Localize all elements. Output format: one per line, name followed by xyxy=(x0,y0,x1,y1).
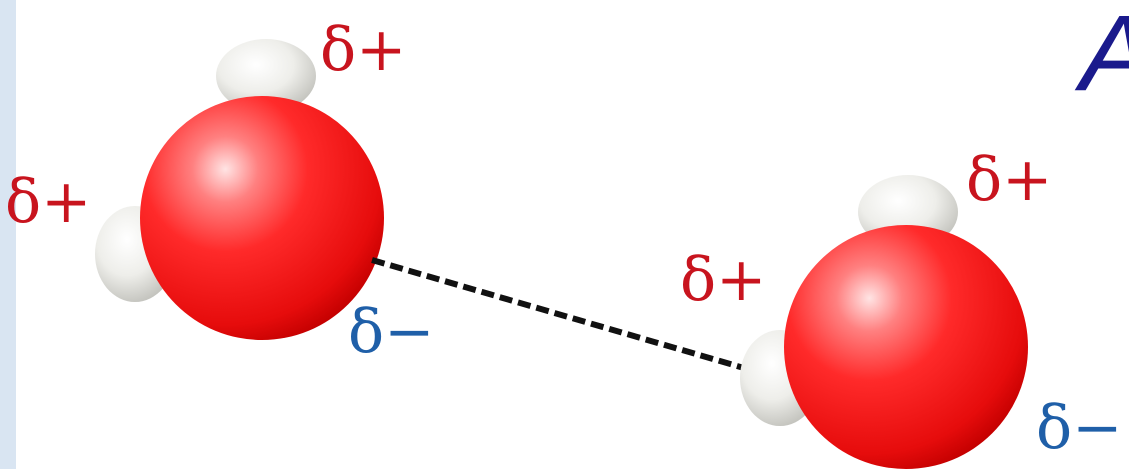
partial-positive-label: δ+ xyxy=(680,245,766,315)
slide-title-fragment: A xyxy=(1074,0,1129,113)
hydrogen-atom-top xyxy=(216,39,316,113)
water-molecule-2 xyxy=(740,175,1028,469)
partial-negative-label: δ− xyxy=(348,297,434,367)
partial-positive-label: δ+ xyxy=(320,15,406,85)
slide-left-border xyxy=(0,0,16,469)
water-molecule-1 xyxy=(95,39,384,340)
hydrogen-bond-dashed-line xyxy=(371,257,745,371)
partial-negative-label: δ− xyxy=(1036,393,1122,463)
oxygen-atom xyxy=(784,225,1028,469)
partial-positive-label: δ+ xyxy=(966,145,1052,215)
oxygen-atom xyxy=(140,96,384,340)
partial-positive-label: δ+ xyxy=(5,167,91,237)
